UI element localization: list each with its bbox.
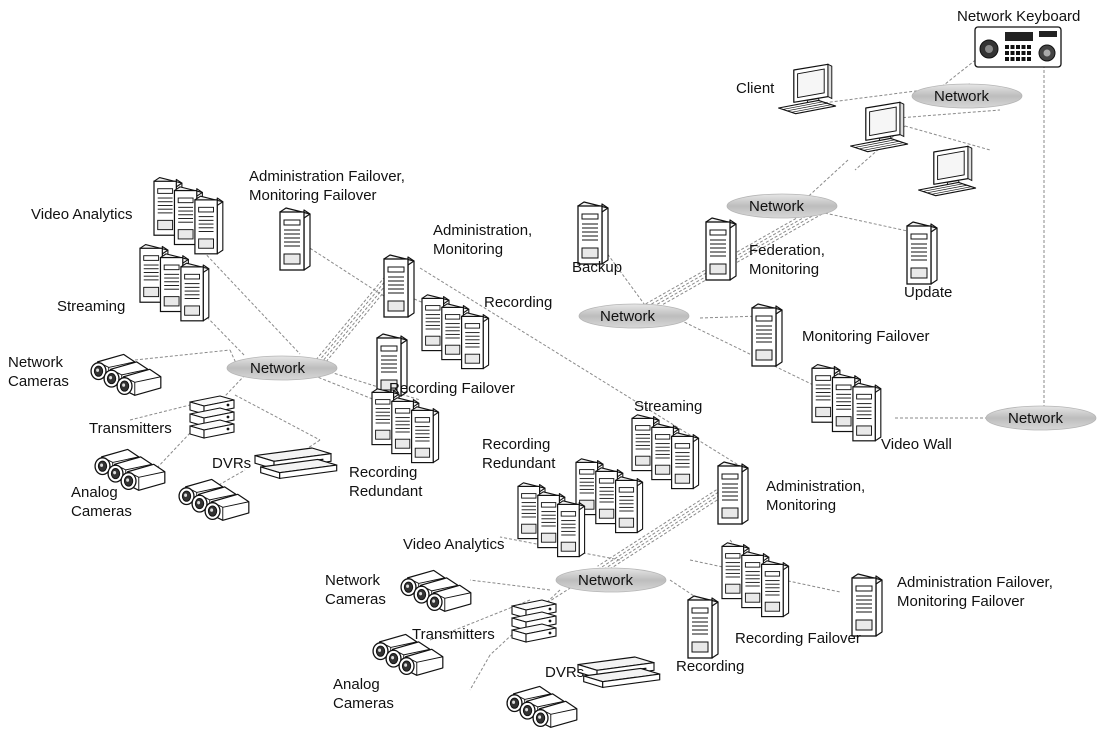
device-icons (90, 26, 1062, 728)
dvr-icon (577, 656, 661, 689)
network-cloud (911, 83, 1023, 109)
label-network-cameras-left: Network Cameras (8, 354, 69, 390)
connection-line (329, 371, 421, 401)
server-icon (279, 207, 311, 271)
camera-icon (532, 700, 578, 728)
server-icon (577, 201, 609, 265)
network-cloud (555, 567, 667, 593)
connection-line (631, 213, 823, 323)
server-icon (411, 406, 440, 464)
server-icon (852, 382, 882, 442)
label-admin-failover-right: Administration Failover, Monitoring Fail… (897, 574, 1053, 610)
connection-line (699, 315, 761, 319)
connection-line (199, 247, 301, 355)
transmitter-icon (189, 395, 235, 439)
server-icon (717, 461, 749, 525)
label-network-far-right: Network (1008, 410, 1064, 427)
client-workstation-icon (918, 145, 977, 197)
server-icon (851, 573, 883, 637)
label-recording-top: Recording (484, 294, 553, 311)
label-admin-failover-left: Administration Failover, Monitoring Fail… (249, 168, 405, 204)
label-network-mid: Network (600, 308, 656, 325)
network-cloud (578, 303, 690, 329)
label-network-top-right: Network (934, 88, 990, 105)
connection-line (598, 478, 740, 570)
label-network-bottom: Network (578, 572, 634, 589)
client-workstation-icon (850, 101, 909, 153)
connection-line (469, 579, 551, 591)
connection-line (629, 208, 820, 318)
server-icon (615, 476, 644, 534)
server-icon (376, 333, 408, 397)
server-icon (671, 432, 700, 490)
label-recording-redundant-left: Recording Redundant (349, 464, 423, 500)
connection-line (897, 109, 1001, 119)
server-icon (705, 217, 737, 281)
server-icon (461, 312, 490, 370)
camera-icon (398, 648, 444, 676)
server-icon (180, 262, 210, 322)
connection-line (627, 205, 819, 315)
label-recording-failover-bottom: Recording Failover (735, 630, 861, 647)
network-cloud (726, 193, 838, 219)
label-network-upper-mid: Network (749, 198, 805, 215)
network-clouds (226, 83, 1097, 593)
label-monitoring-failover: Monitoring Failover (802, 328, 930, 345)
connection-line (799, 159, 849, 205)
label-analog-cameras-bottom: Analog Cameras (333, 676, 394, 712)
connection-line (597, 475, 738, 567)
label-transmitters-bottom: Transmitters (412, 626, 495, 643)
label-video-analytics-bottom: Video Analytics (403, 536, 505, 553)
label-video-analytics-left: Video Analytics (31, 206, 133, 223)
label-client: Client (736, 80, 775, 97)
label-update: Update (904, 284, 953, 301)
connection-line (630, 210, 821, 320)
network-cloud (226, 355, 338, 381)
server-icon (751, 303, 783, 367)
label-network-cameras-bottom: Network Cameras (325, 572, 386, 608)
camera-icon (120, 463, 166, 491)
server-icon (687, 595, 719, 659)
camera-icon (426, 584, 472, 612)
label-recording-bottom: Recording (676, 658, 745, 675)
server-icon (761, 560, 790, 618)
connection-line (316, 264, 395, 360)
label-analog-cameras-left: Analog Cameras (71, 484, 132, 520)
server-icon (906, 221, 938, 285)
label-network-keyboard: Network Keyboard (957, 8, 1081, 25)
server-icon (194, 195, 224, 255)
camera-icon (204, 493, 250, 521)
label-administration-monitoring-top: Administration, Monitoring (433, 222, 533, 258)
label-streaming-left: Streaming (57, 298, 126, 315)
connection-line (469, 654, 491, 691)
network-cloud (985, 405, 1097, 431)
label-administration-monitoring-bottom: Administration, Monitoring (766, 478, 866, 514)
client-workstation-icon (778, 63, 837, 115)
server-icon (557, 500, 586, 558)
server-icon (383, 254, 415, 318)
label-dvrs-bottom: DVRs (545, 664, 585, 681)
label-federation-monitoring: Federation, Monitoring (749, 242, 825, 278)
label-recording-failover-top: Recording Failover (389, 380, 515, 397)
label-backup: Backup (572, 259, 623, 276)
label-streaming-right: Streaming (634, 398, 703, 415)
dvr-icon (254, 447, 338, 480)
label-recording-redundant-right: Recording Redundant (482, 436, 556, 472)
label-video-wall: Video Wall (881, 436, 952, 453)
transmitter-icon (511, 599, 557, 643)
network-keyboard-icon (974, 26, 1062, 68)
label-dvrs-left: DVRs (212, 455, 252, 472)
connection-line (419, 267, 741, 467)
label-network-left: Network (250, 360, 306, 377)
label-transmitters-left: Transmitters (89, 420, 172, 437)
connection-line (134, 349, 231, 361)
camera-icon (116, 368, 162, 396)
connection-line (904, 125, 991, 151)
connection-line (129, 404, 191, 421)
connection-line (819, 211, 913, 233)
connection-line (234, 394, 321, 441)
